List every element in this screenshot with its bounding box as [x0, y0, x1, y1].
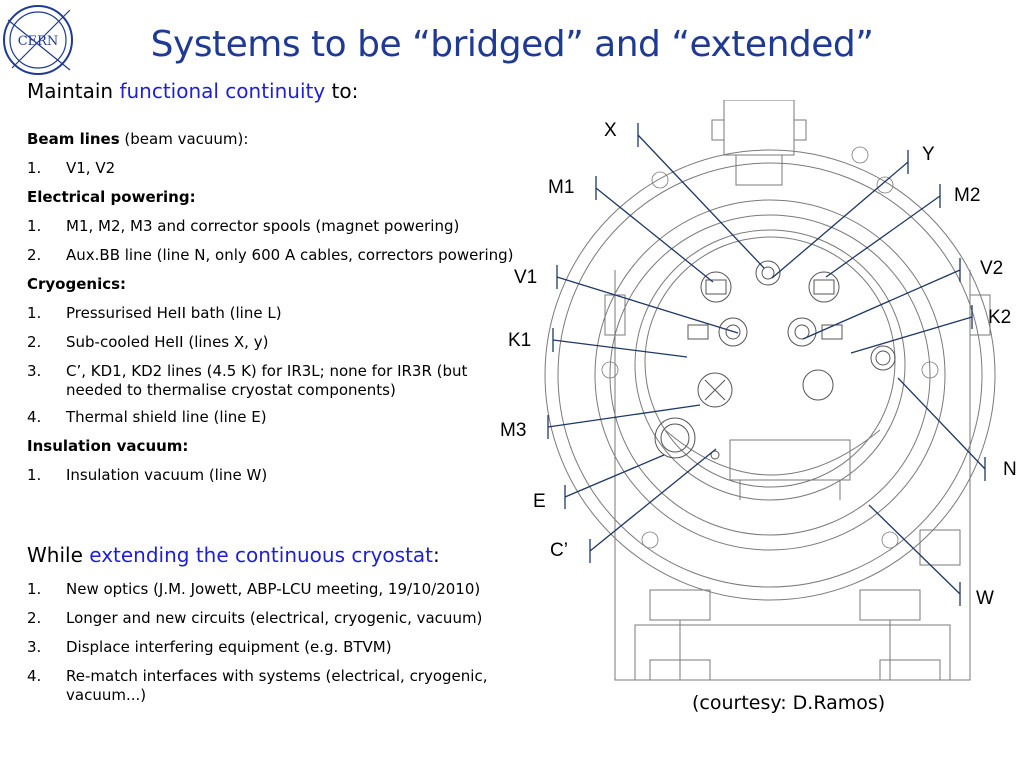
list-item: 2.Sub-cooled HeII (lines X, y)	[27, 333, 269, 351]
label-n: N	[1003, 459, 1017, 480]
list-item: 4.Thermal shield line (line E)	[27, 408, 267, 426]
while-line: While extending the continuous cryostat:	[27, 543, 440, 567]
label-w: W	[976, 588, 994, 609]
section-heading-cryogenics: Cryogenics:	[27, 275, 127, 293]
list-item: 2.Aux.BB line (line N, only 600 A cables…	[27, 246, 514, 264]
intro-suffix: to:	[325, 79, 359, 103]
courtesy-note: (courtesy: D.Ramos)	[692, 692, 886, 714]
label-e: E	[533, 491, 546, 512]
cern-logo: CERN	[3, 5, 73, 75]
label-v2: V2	[980, 258, 1004, 279]
intro-line: Maintain functional continuity to:	[27, 79, 358, 103]
list-item: 3.Displace interfering equipment (e.g. B…	[27, 638, 392, 656]
list-item: 1.Insulation vacuum (line W)	[27, 466, 268, 484]
svg-text:CERN: CERN	[18, 34, 59, 49]
while-highlight: extending the continuous cryostat	[89, 543, 434, 567]
list-item: 3.C’, KD1, KD2 lines (4.5 K) for IR3L; n…	[27, 362, 468, 399]
label-m2: M2	[954, 185, 981, 206]
label-k1: K1	[508, 330, 532, 351]
list-item: 2.Longer and new circuits (electrical, c…	[27, 609, 483, 627]
extension-list: 1.New optics (J.M. Jowett, ABP-LCU meeti…	[27, 580, 547, 715]
section-heading-insulation: Insulation vacuum:	[27, 437, 189, 455]
label-k2: K2	[988, 307, 1012, 328]
label-x: X	[604, 120, 617, 141]
label-m3: M3	[500, 420, 527, 441]
page-title: Systems to be “bridged” and “extended”	[150, 24, 874, 65]
label-c-prime: C’	[550, 540, 568, 561]
list-item: 1.Pressurised HeII bath (line L)	[27, 304, 282, 322]
list-item: 4.Re-match interfaces with systems (elec…	[27, 667, 488, 704]
section-heading-beam-lines: Beam lines (beam vacuum):	[27, 130, 249, 148]
label-m1: M1	[548, 177, 575, 198]
while-suffix: :	[433, 543, 440, 567]
section-heading-electrical: Electrical powering:	[27, 188, 196, 206]
while-prefix: While	[27, 543, 90, 567]
label-y: Y	[922, 144, 935, 165]
cryostat-cross-section-drawing	[544, 100, 996, 681]
intro-highlight: functional continuity	[119, 79, 326, 103]
list-item: 1.M1, M2, M3 and corrector spools (magne…	[27, 217, 460, 235]
intro-prefix: Maintain	[27, 79, 120, 103]
systems-list: Beam lines (beam vacuum): 1.V1, V2 Elect…	[27, 130, 547, 495]
list-item: 1.V1, V2	[27, 159, 116, 177]
list-item: 1.New optics (J.M. Jowett, ABP-LCU meeti…	[27, 580, 481, 598]
label-v1: V1	[514, 267, 538, 288]
